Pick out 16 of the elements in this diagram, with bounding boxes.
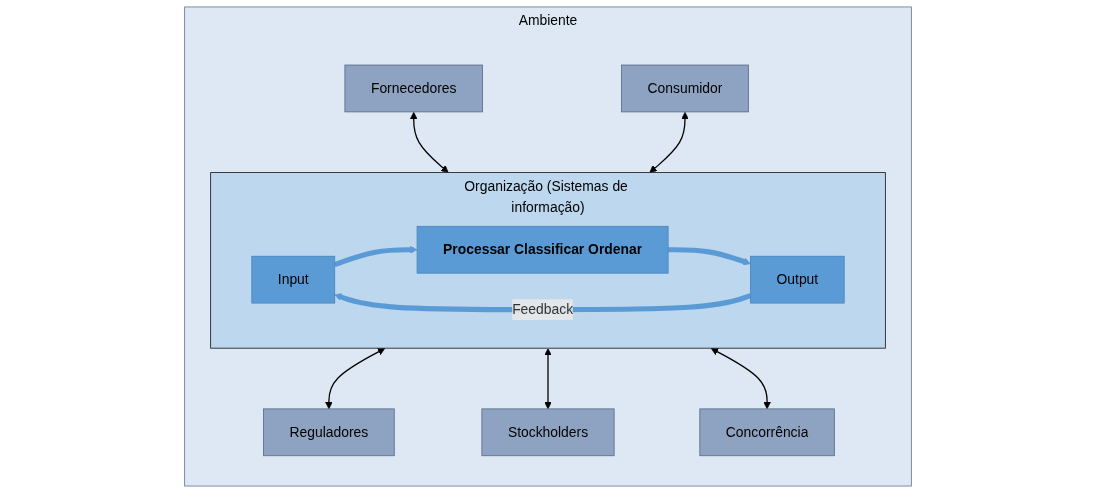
arrow [668,247,751,266]
node-box: Stockholders [481,408,615,457]
node-box: Concorrência [699,408,835,457]
arrow [325,348,386,410]
arrow [333,245,418,268]
node-box: Input [251,255,336,304]
arrow [649,111,689,173]
node-box: Fornecedores [344,64,483,113]
node-box: Consumidor [621,64,749,113]
arrow [409,111,449,173]
arrow [710,348,771,410]
node-box: Reguladores [263,408,395,457]
node-box: Processar Classificar Ordenar [416,225,669,274]
edge-label: Feedback [512,301,574,317]
arrow [544,348,552,410]
node-box: Output [750,255,845,304]
